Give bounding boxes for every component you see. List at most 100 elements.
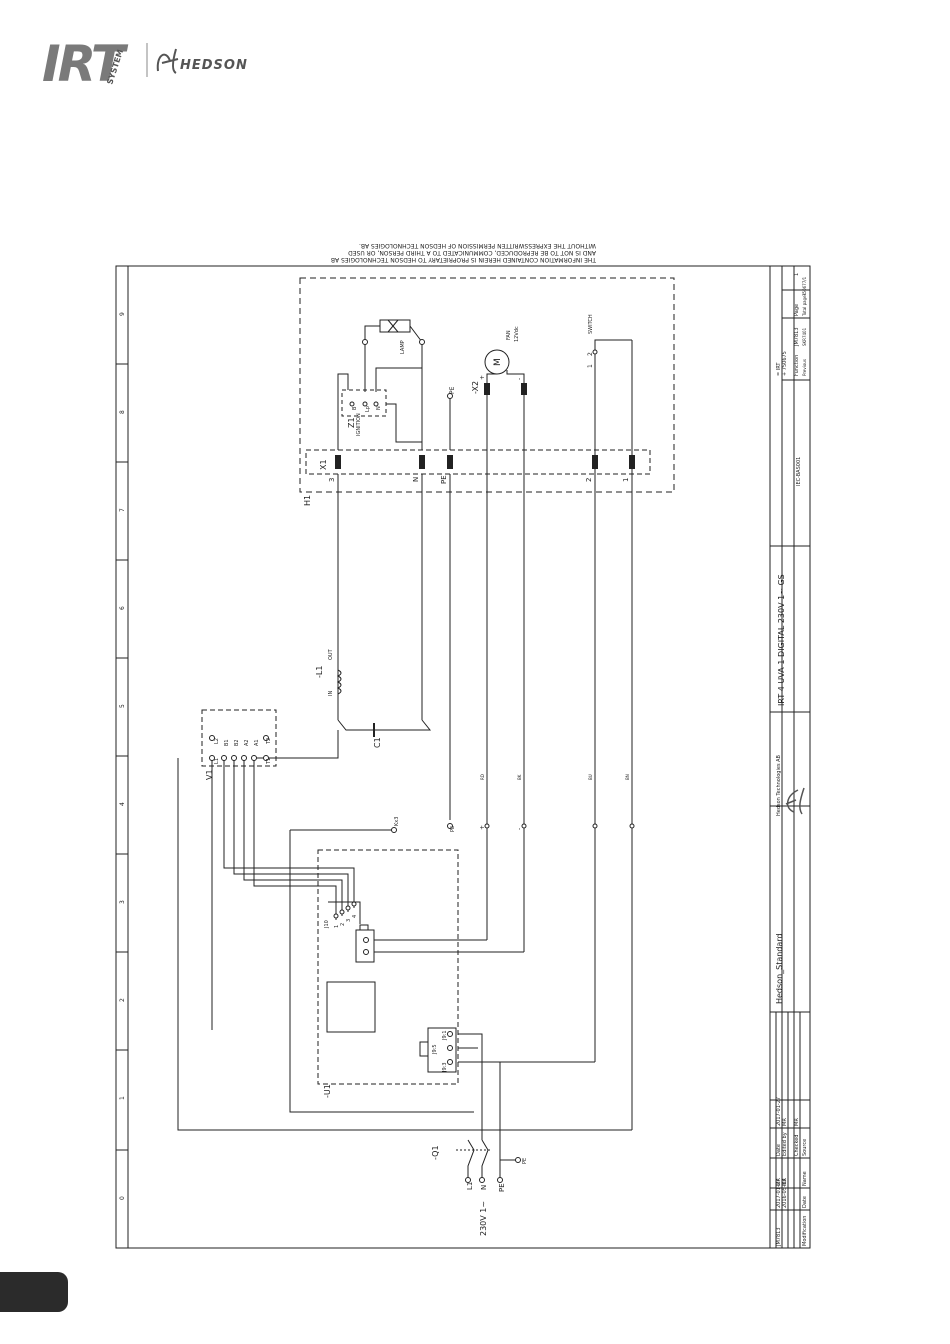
label-switch: SWITCH [588, 314, 594, 334]
svg-text:6: 6 [119, 606, 126, 610]
logo-hedson: HEDSON [180, 58, 248, 73]
svg-text:3: 3 [119, 900, 126, 904]
svg-text:Function: Function [794, 355, 800, 376]
j10b-connector [355, 929, 375, 963]
svg-text:A1: A1 [254, 739, 260, 746]
svg-text:MR: MR [782, 1178, 788, 1186]
label-ignition: IGNITION [356, 413, 362, 436]
label-x2: -X2 [471, 381, 480, 394]
svg-text:Previous: Previous [802, 359, 807, 376]
svg-text:Page: Page [794, 304, 800, 316]
drawing-title: IRT 4 UVA-1 DIGITAL 230V 1~ GS [777, 574, 786, 706]
label-fan-m: M [493, 358, 503, 366]
svg-text:+ 750675: + 750675 [782, 351, 788, 376]
svg-text:3: 3 [346, 919, 352, 922]
svg-text:5: 5 [119, 704, 126, 708]
svg-text:4: 4 [352, 915, 358, 918]
svg-text:2016-05-13: 2016-05-13 [782, 1179, 788, 1208]
label-supply-voltage: 230V 1~ [479, 1201, 488, 1236]
svg-text:N: N [376, 406, 382, 410]
v1-module [201, 709, 277, 767]
svg-text:BK: BK [517, 774, 522, 780]
label-x1: X1 [319, 459, 328, 470]
svg-text:4: 4 [119, 802, 126, 806]
svg-text:1: 1 [119, 1096, 126, 1100]
svg-text:IEC-BAS001: IEC-BAS001 [796, 457, 802, 486]
svg-text:750677/1: 750677/1 [802, 276, 807, 296]
j10b-tab [359, 924, 369, 931]
svg-text:9: 9 [119, 312, 126, 316]
svg-text:J9:5: J9:5 [432, 1044, 438, 1055]
svg-text:MR: MR [794, 1118, 800, 1126]
svg-text:7: 7 [119, 508, 126, 512]
svg-text:AND IS NOT TO BE REPRODUCED, C: AND IS NOT TO BE REPRODUCED, COMMUNICATE… [348, 249, 596, 256]
svg-text:BU: BU [588, 774, 593, 780]
label-pe-top: PE [449, 386, 456, 394]
label-q1: -Q1 [431, 1145, 440, 1160]
label-supply-l1: L1 [466, 1182, 474, 1190]
svg-text:= IRT: = IRT [776, 362, 782, 376]
x1-terminal-strip [305, 449, 651, 475]
svg-text:Edited by: Edited by [782, 1132, 788, 1156]
label-c1: C1 [373, 737, 382, 748]
svg-text:T1: T1 [266, 758, 272, 765]
svg-text:1: 1 [622, 478, 630, 482]
hedson-title-icon [785, 787, 805, 815]
svg-text:+: + [479, 375, 486, 380]
label-supply-pe: PE [498, 1183, 506, 1192]
label-z1: Z1 [347, 417, 356, 428]
svg-text:2: 2 [587, 352, 594, 356]
label-fan: FAN [506, 330, 512, 340]
svg-text:2: 2 [585, 478, 593, 482]
svg-text:8: 8 [119, 410, 126, 414]
page-tab [0, 1272, 68, 1312]
svg-text:1: 1 [794, 273, 800, 276]
svg-text:0: 0 [119, 1196, 126, 1200]
svg-text:2: 2 [119, 998, 126, 1002]
svg-text:J9:1: J9:1 [442, 1030, 448, 1041]
svg-text:WITHOUT THE EXPRESSWRITTEN PER: WITHOUT THE EXPRESSWRITTEN PERMISSION OF… [359, 242, 596, 249]
svg-text:2: 2 [340, 923, 346, 926]
svg-text:+: + [479, 825, 486, 830]
svg-text:MR: MR [782, 1118, 788, 1126]
label-j10: J10 [324, 920, 330, 929]
l1-inductor [336, 669, 342, 695]
svg-text:B2: B2 [234, 739, 240, 746]
proprietary-notice: THE INFORMATION CONTAINED HEREIN IS PROP… [331, 242, 597, 263]
svg-text:JM7813: JM7813 [776, 1227, 782, 1247]
title-block-text: JM7813 2017-01-27 MR 2016-05-13 MR Modif… [775, 273, 808, 1247]
svg-text:Date: Date [802, 1196, 808, 1208]
label-h1: H1 [303, 495, 312, 506]
label-supply-n: N [480, 1185, 488, 1190]
label-k3: Kx3 [394, 817, 400, 826]
svg-text:L1: L1 [214, 758, 220, 764]
svg-text:Total pages: Total pages [802, 293, 807, 317]
title-block [769, 266, 810, 1248]
svg-text:L2: L2 [214, 738, 220, 744]
u1-display [326, 981, 376, 1033]
label-fan-v: 12Vdc [514, 326, 520, 342]
label-u1: -U1 [323, 1084, 332, 1098]
svg-text:JM7813: JM7813 [794, 327, 800, 347]
svg-text:B: B [352, 406, 358, 410]
drawing-frame [115, 265, 811, 1249]
svg-text:Source: Source [802, 1139, 808, 1156]
svg-text:-: - [516, 828, 523, 830]
j9-tab [419, 1041, 429, 1057]
svg-text:SKR7401: SKR7401 [802, 327, 807, 346]
component-labels: H1 X1 Z1 IGNITION B Lp N LAMP PE -X2 + -… [205, 314, 630, 1236]
svg-text:IN: IN [328, 691, 334, 696]
svg-text:BN: BN [625, 774, 630, 780]
label-v1: V1 [205, 769, 214, 780]
svg-text:2017-01-27: 2017-01-27 [776, 1179, 782, 1208]
svg-text:MR: MR [776, 1178, 782, 1186]
z1-ignition [341, 389, 387, 417]
svg-text:RD: RD [480, 774, 485, 780]
u1-controller [317, 849, 459, 1085]
label-lamp: LAMP [400, 340, 406, 354]
company-name: Hedson Technologies AB [776, 754, 782, 816]
svg-text:Name: Name [802, 1171, 808, 1186]
grid-ticks [116, 363, 128, 1151]
hedson-mark-icon [156, 48, 179, 74]
